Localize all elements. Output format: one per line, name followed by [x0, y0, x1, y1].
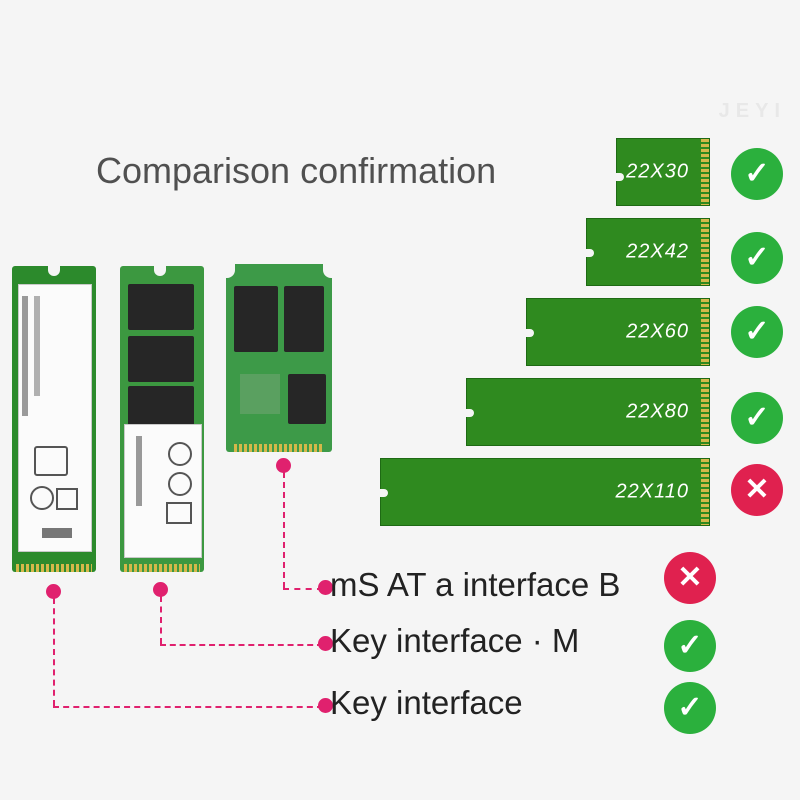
connector-dot — [276, 458, 291, 473]
interface-label-m-key: Key interface · M — [330, 622, 580, 659]
m2-ssd-image — [12, 266, 96, 572]
leader-line — [160, 644, 323, 646]
check-icon: ✓ — [731, 306, 783, 358]
size-label: 22X60 — [626, 320, 689, 343]
leader-line — [160, 596, 162, 644]
interface-label-key: Key interface — [330, 684, 523, 721]
leader-line — [53, 598, 55, 706]
size-label: 22X110 — [615, 480, 689, 503]
size-card-22x60: 22X60 — [526, 298, 710, 366]
check-icon: ✓ — [731, 392, 783, 444]
label-dot — [318, 580, 333, 595]
check-icon: ✓ — [664, 682, 716, 734]
size-card-22x80: 22X80 — [466, 378, 710, 446]
size-label: 22X30 — [626, 160, 689, 183]
size-card-22x30: 22X30 — [616, 138, 710, 206]
cross-icon: ✕ — [664, 552, 716, 604]
size-card-22x42: 22X42 — [586, 218, 710, 286]
label-dot — [318, 698, 333, 713]
cross-icon: ✕ — [731, 464, 783, 516]
size-label: 22X80 — [626, 400, 689, 423]
size-card-22x110: 22X110 — [380, 458, 710, 526]
connector-dot — [153, 582, 168, 597]
msata-ssd-image — [225, 264, 333, 452]
m2-ssd-chips-image — [120, 266, 204, 572]
interface-label-msata: mS AT a interface B — [330, 566, 621, 603]
size-label: 22X42 — [626, 240, 689, 263]
check-icon: ✓ — [731, 232, 783, 284]
label-dot — [318, 636, 333, 651]
page-title: Comparison confirmation — [96, 150, 497, 191]
connector-dot — [46, 584, 61, 599]
leader-line — [53, 706, 323, 708]
leader-line — [283, 472, 285, 588]
check-icon: ✓ — [731, 148, 783, 200]
check-icon: ✓ — [664, 620, 716, 672]
brand-watermark: JEYI — [718, 100, 786, 122]
leader-line — [283, 588, 323, 590]
